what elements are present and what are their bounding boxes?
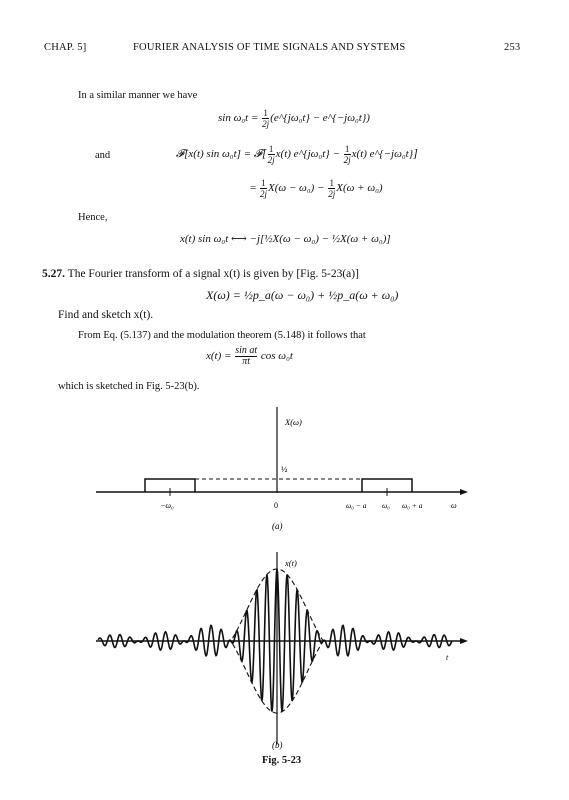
chapter-label: CHAP. 5]	[44, 42, 87, 53]
problem-statement: 5.27. The Fourier transform of a signal …	[42, 268, 359, 280]
figure-a-tick-low-label: ω₀ − a	[346, 501, 367, 510]
figure-a-tick-high-label: ω₀ + a	[402, 501, 423, 510]
figure-b-ylabel: x(t)	[284, 558, 297, 568]
figure-a-tick-neg-label: −ω₀	[160, 501, 174, 510]
equation-pair: x(t) sin ω₀t ⟷ −j[½X(ω − ω₀) − ½X(ω + ω₀…	[180, 233, 391, 245]
hence-text: Hence,	[78, 212, 108, 223]
figure-a-ylabel: X(ω)	[284, 417, 302, 427]
and-text: and	[95, 150, 111, 161]
figure-a-caption: (a)	[272, 521, 283, 531]
figure-a-x-arrow	[460, 489, 468, 495]
figure-b-xlabel: t	[446, 653, 449, 662]
page-number: 253	[504, 42, 521, 53]
figure-a-pulse-negative	[144, 478, 196, 492]
figure-b-waveform	[97, 568, 453, 712]
problem-equation: X(ω) = ½p_a(ω − ω₀) + ½p_a(ω + ω₀)	[206, 288, 399, 302]
intro-text: In a similar manner we have	[78, 90, 198, 101]
figure-a-tick-zero-label: 0	[274, 501, 278, 510]
running-title: FOURIER ANALYSIS OF TIME SIGNALS AND SYS…	[133, 42, 406, 53]
sketch-note: which is sketched in Fig. 5-23(b).	[58, 381, 200, 392]
figure-b-caption: (b)	[272, 740, 283, 750]
figure-caption: Fig. 5-23	[262, 755, 302, 766]
figure-b-signal: x(t) t (b)	[96, 552, 468, 750]
figure-a-spectrum: X(ω) ½ −ω₀ 0 ω₀ − a ω₀ ω₀ + a ω (a)	[96, 407, 468, 531]
figure-b-envelope-lower	[226, 640, 328, 714]
figure-a-tick-mid-label: ω₀	[382, 501, 390, 510]
figure-a-pulse-positive	[361, 478, 413, 492]
figure-b-x-arrow	[460, 638, 468, 644]
figure-a-half-label: ½	[281, 464, 288, 474]
problem-task: Find and sketch x(t).	[58, 309, 154, 321]
figure-a-xlabel: ω	[451, 501, 457, 510]
solution-intro: From Eq. (5.137) and the modulation theo…	[78, 330, 366, 341]
